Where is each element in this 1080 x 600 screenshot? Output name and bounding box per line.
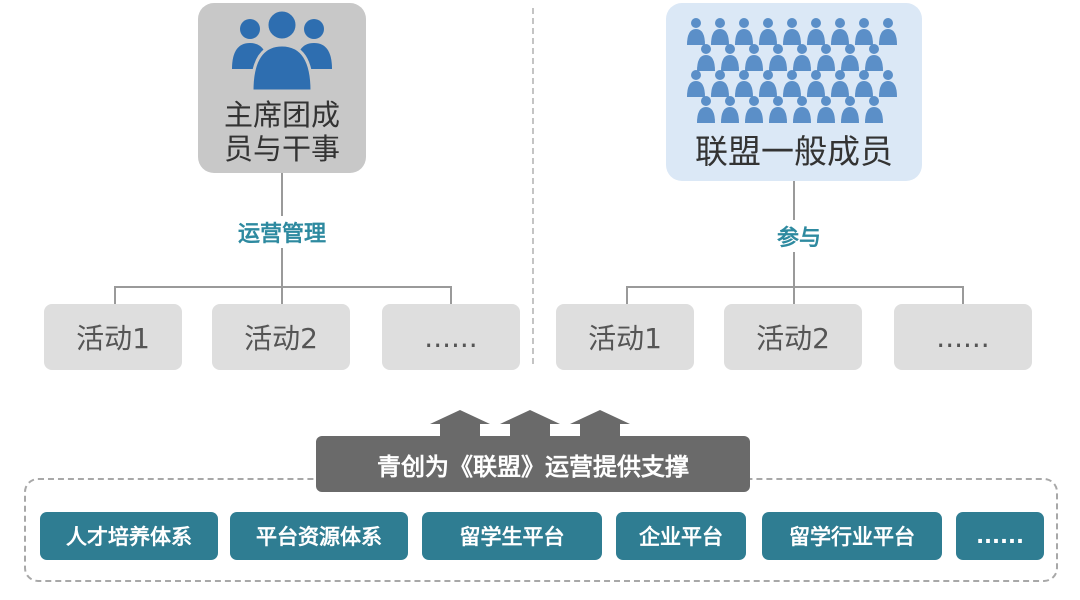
left-role-label: 主席团成 员与干事 (198, 98, 366, 166)
platform-resource-system: 平台资源体系 (230, 512, 408, 560)
left-drop-1 (114, 286, 116, 304)
right-horizontal-connector (626, 286, 964, 288)
right-role-box: 联盟一般成员 (666, 3, 922, 181)
crowd-people-icon (687, 18, 897, 123)
platform-enterprise: 企业平台 (616, 512, 746, 560)
right-activity-more: ...... (894, 304, 1032, 370)
up-arrows-icon (430, 410, 630, 440)
left-activity-more: ...... (382, 304, 520, 370)
left-connector-label: 运营管理 (218, 216, 346, 248)
left-activity-2: 活动2 (212, 304, 350, 370)
right-drop-3 (962, 286, 964, 304)
platform-more: ...... (956, 512, 1044, 560)
group-people-icon (232, 8, 332, 93)
left-horizontal-connector (114, 286, 452, 288)
support-banner: 青创为《联盟》运营提供支撑 (316, 436, 750, 492)
left-role-label-line1: 主席团成 (223, 98, 340, 132)
right-role-label: 联盟一般成员 (695, 132, 893, 171)
left-drop-2 (281, 286, 283, 304)
platform-students: 留学生平台 (422, 512, 602, 560)
center-divider (532, 8, 534, 364)
right-activity-2: 活动2 (724, 304, 862, 370)
left-drop-3 (450, 286, 452, 304)
right-drop-2 (793, 286, 795, 304)
platform-industry: 留学行业平台 (762, 512, 942, 560)
right-activity-1: 活动1 (556, 304, 694, 370)
left-activity-1: 活动1 (44, 304, 182, 370)
right-drop-1 (626, 286, 628, 304)
left-role-label-line2: 员与干事 (223, 132, 340, 166)
platform-talent-training: 人才培养体系 (40, 512, 218, 560)
right-connector-label: 参与 (752, 220, 846, 252)
left-role-box: 主席团成 员与干事 (198, 3, 366, 173)
